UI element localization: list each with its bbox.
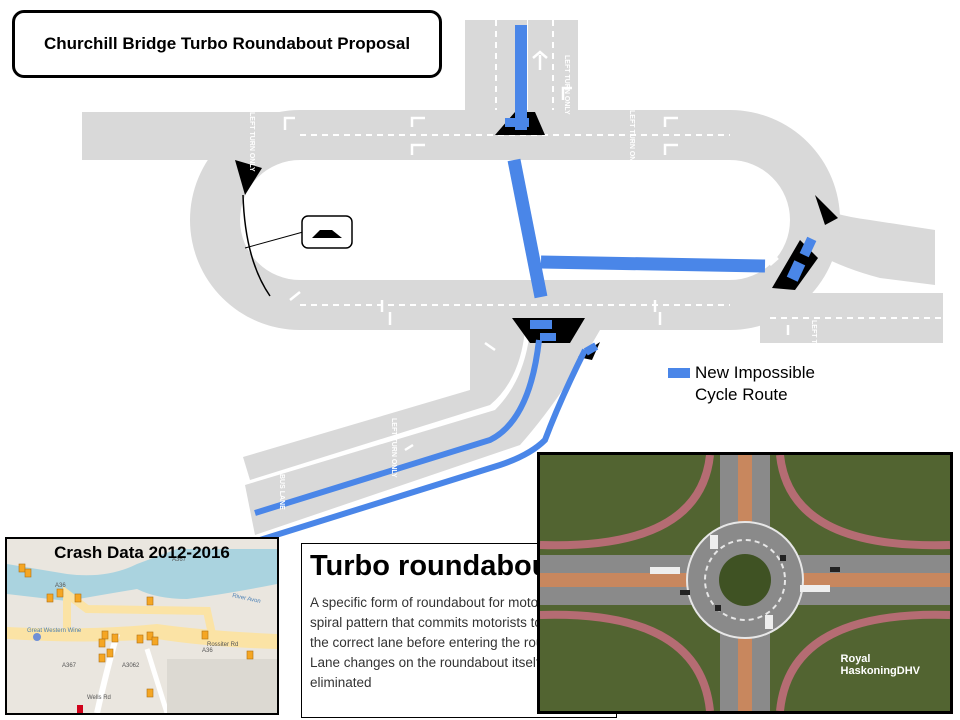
marking-left-turn-south: LEFT TURN ONLY [390, 418, 397, 478]
roundabout-ring [190, 110, 840, 330]
legend-swatch [668, 368, 690, 378]
crash-map-title: Crash Data 2012-2016 [54, 543, 230, 562]
aerial-image [540, 455, 950, 711]
marking-left-turn-west: LEFT TURN ONLY [248, 112, 255, 172]
title-box: Churchill Bridge Turbo Roundabout Propos… [12, 10, 442, 78]
crash-map: River Avon Great Western Wine A36 A367 R… [5, 537, 279, 715]
cycle-route [254, 25, 766, 543]
legend: New Impossible Cycle Route [668, 362, 815, 406]
marking-left-turn-east: LEFT TURN ONLY [810, 320, 817, 380]
map-label-a36: A36 [55, 583, 66, 589]
marking-left-turn-east-top: LEFT TURN ONLY [628, 110, 635, 170]
map-label-a367: A367 [172, 557, 187, 563]
road-marking-text: LEFT TURN ONLY LEFT TURN ONLY LEFT TURN … [248, 55, 817, 510]
map-label-river: River Avon [232, 593, 262, 605]
southwest-arm-1 [243, 330, 525, 480]
crash-map-image: River Avon Great Western Wine A36 A367 R… [7, 539, 277, 713]
cycle-crossings [505, 118, 817, 356]
marking-bus-lane: BUS LANE [278, 474, 285, 510]
info-heading: Turbo roundabout [310, 550, 560, 582]
river [7, 549, 277, 601]
map-label-rossiter: Rossiter Rd [207, 642, 238, 648]
marking-left-turn-north: LEFT TURN ONLY [563, 55, 570, 115]
speed-bump-callout [242, 194, 353, 297]
page-title: Churchill Bridge Turbo Roundabout Propos… [43, 34, 411, 53]
southwest-arm-2 [245, 330, 600, 535]
legend-label: New Impossible Cycle Route [695, 363, 815, 404]
photo-brand: Royal HaskoningDHV [840, 653, 920, 677]
turbo-roundabout-photo: Royal HaskoningDHV [537, 452, 953, 714]
map-label-wells: Wells Rd [87, 695, 111, 701]
map-label-pub: Great Western Wine [27, 628, 82, 634]
map-label-a3062: A3062 [122, 663, 140, 669]
map-label-a367b: A367 [62, 663, 77, 669]
lane-arrows [283, 50, 790, 452]
info-body: A specific form of roundabout for motori… [310, 595, 606, 690]
map-label-a36b: A36 [202, 648, 213, 654]
